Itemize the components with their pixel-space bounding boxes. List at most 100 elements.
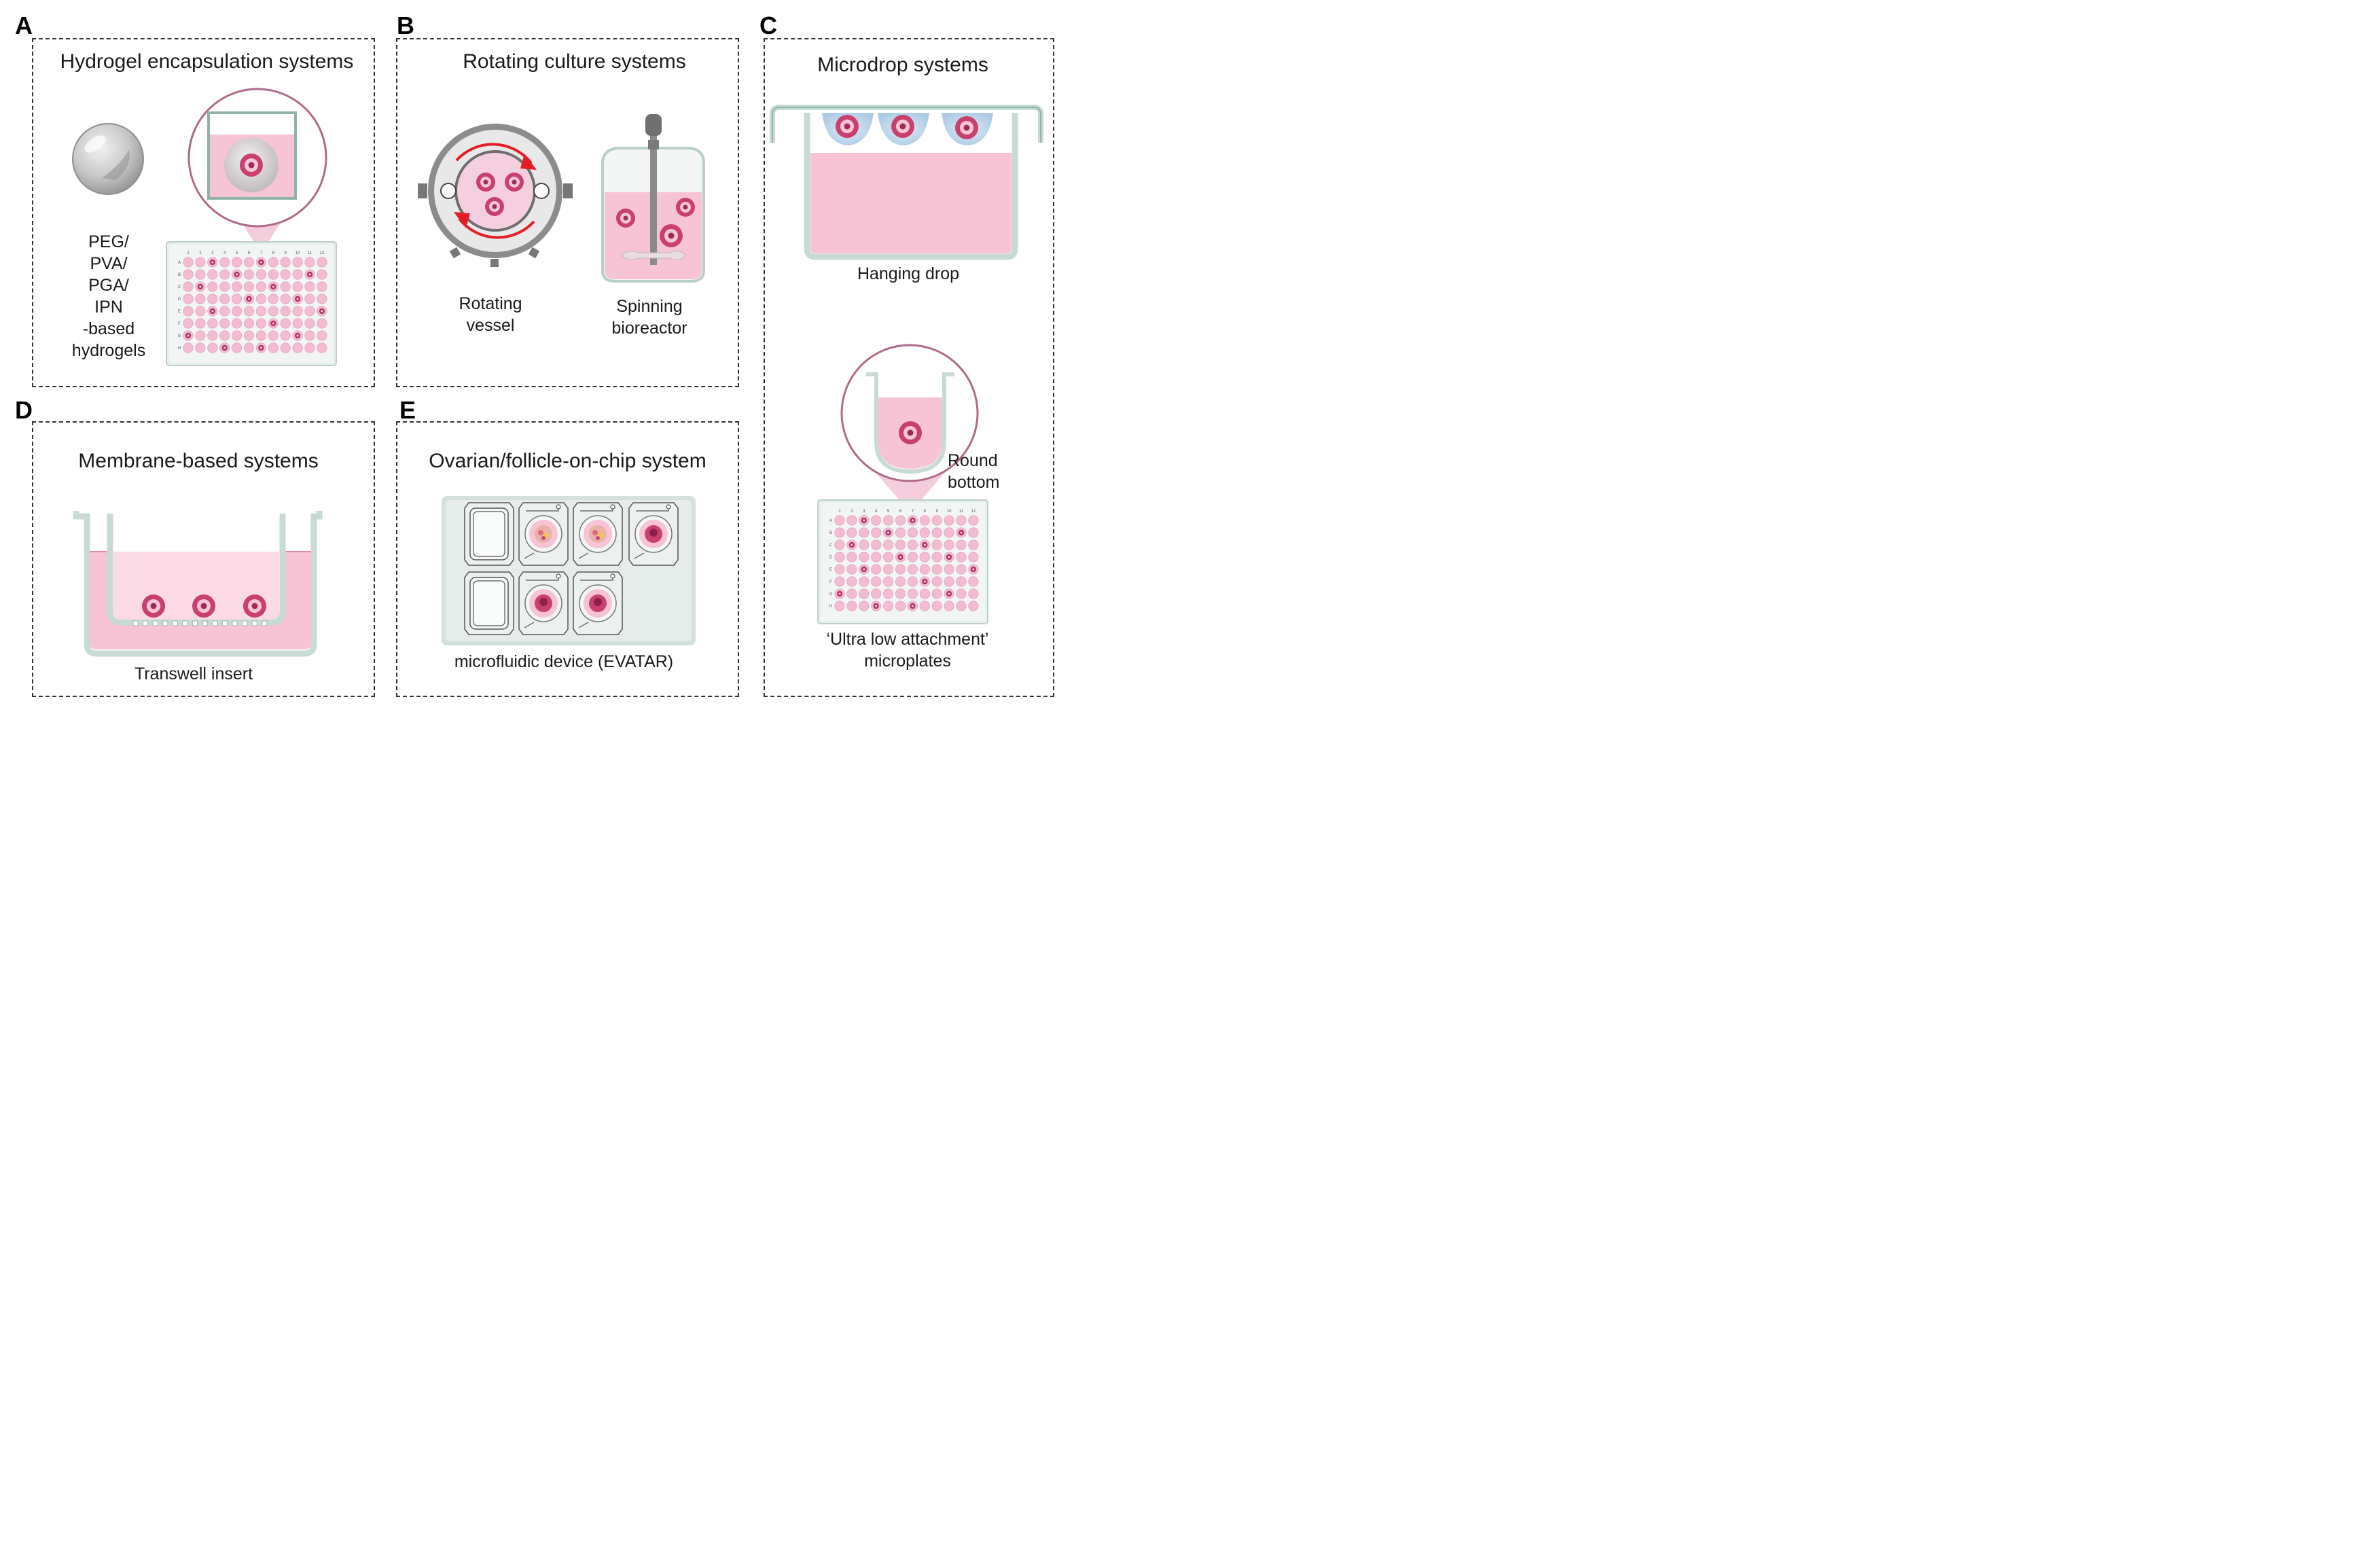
plate-well — [255, 281, 266, 292]
membrane-pore — [212, 620, 218, 626]
spinning-bioreactor-caption-line-2: bioreactor — [611, 319, 687, 338]
plate-well — [219, 306, 230, 317]
plate-well — [207, 293, 218, 304]
plate-well — [195, 306, 206, 317]
plate-well — [183, 281, 194, 292]
plate-column-label: 8 — [924, 510, 927, 514]
plate-well — [834, 527, 845, 538]
panel-a-letter: A — [15, 12, 33, 39]
plate-column-label: 5 — [236, 251, 238, 255]
plate-well — [317, 257, 327, 268]
panel-b-frame — [396, 38, 739, 387]
membrane-pore — [132, 620, 139, 626]
plate-well — [195, 330, 206, 341]
plate-well — [243, 342, 255, 353]
plate-well — [292, 269, 303, 280]
plate-well — [895, 601, 906, 611]
panel-a-title: Hydrogel encapsulation systems — [60, 50, 354, 73]
plate-well — [255, 318, 266, 329]
plate-well — [834, 564, 845, 575]
plate-well — [219, 257, 230, 268]
round-bottom-line-1: Round — [948, 451, 998, 470]
plate-well — [968, 515, 979, 526]
plate-well — [956, 515, 967, 526]
plate-column-label: 12 — [320, 251, 325, 255]
plate-well — [968, 588, 979, 599]
plate-well — [195, 293, 206, 304]
plate-well — [183, 269, 194, 280]
plate-well — [183, 306, 194, 317]
plate-column-label: 12 — [971, 510, 976, 514]
plate-row-label: B — [178, 273, 181, 277]
spinning-bioreactor — [601, 114, 705, 283]
plate-well — [207, 281, 218, 292]
plate-well — [304, 306, 315, 317]
plate-row-label: C — [178, 285, 181, 289]
plate-well — [859, 552, 870, 563]
plate-well — [895, 527, 906, 538]
plate-well — [859, 527, 870, 538]
ultra-low-attachment-line-2: microplates — [864, 652, 951, 671]
plate-row-label: A — [829, 519, 832, 523]
plate-well — [895, 588, 906, 599]
plate-column-label: 3 — [211, 251, 214, 255]
plate-row-label: E — [178, 310, 181, 314]
plate-well — [268, 330, 279, 341]
plate-well — [907, 576, 918, 587]
plate-well — [931, 515, 942, 526]
plate-row-label: E — [829, 568, 832, 572]
plate-well — [931, 539, 942, 550]
plate-well — [195, 269, 206, 280]
zoom-well-a — [187, 88, 327, 228]
plate-well — [183, 342, 194, 353]
plate-well — [919, 588, 930, 599]
plate-well — [859, 601, 870, 611]
transwell-insert — [73, 511, 323, 657]
plate-well — [919, 527, 930, 538]
plate-well — [907, 527, 918, 538]
plate-well — [183, 293, 194, 304]
plate-row-label: C — [829, 544, 833, 548]
plate-row-label: B — [829, 531, 832, 535]
hydrogel-type-line-4: IPN — [94, 298, 123, 317]
plate-well — [207, 330, 218, 341]
plate-well — [834, 601, 845, 611]
plate-well — [243, 318, 255, 329]
chip-compartment — [628, 502, 679, 566]
plate-well — [268, 257, 279, 268]
plate-well — [317, 318, 327, 329]
plate-well — [292, 306, 303, 317]
plate-well — [280, 330, 291, 341]
plate-well — [317, 293, 327, 304]
plate-row-label: A — [178, 261, 181, 265]
plate-well — [255, 293, 266, 304]
rotating-vessel-caption-line-1: Rotating — [459, 294, 522, 313]
plate-well — [956, 564, 967, 575]
plate-well — [956, 588, 967, 599]
chip-compartment — [573, 571, 623, 635]
plate-well — [219, 293, 230, 304]
hydrogel-type-line-6: hydrogels — [71, 341, 146, 360]
membrane-pore — [162, 620, 168, 626]
panel-c-letter: C — [759, 12, 777, 39]
membrane-pore — [192, 620, 198, 626]
plate-column-label: 8 — [272, 251, 275, 255]
plate-well — [195, 257, 206, 268]
ultra-low-attachment-caption: ‘Ultra low attachment’ microplates — [806, 628, 1009, 672]
plate-well — [292, 257, 303, 268]
plate-well — [883, 576, 894, 587]
membrane-pore — [152, 620, 158, 626]
plate-column-label: 6 — [248, 251, 251, 255]
plate-well — [834, 576, 845, 587]
plate-well — [956, 576, 967, 587]
plate-well — [255, 269, 266, 280]
plate-well — [846, 564, 857, 575]
plate-well — [231, 281, 243, 292]
plate-well — [895, 576, 906, 587]
hydrogel-types-label: PEG/ PVA/ PGA/ IPN -based hydrogels — [61, 231, 156, 361]
plate-well — [317, 281, 327, 292]
plate-well — [183, 257, 194, 268]
